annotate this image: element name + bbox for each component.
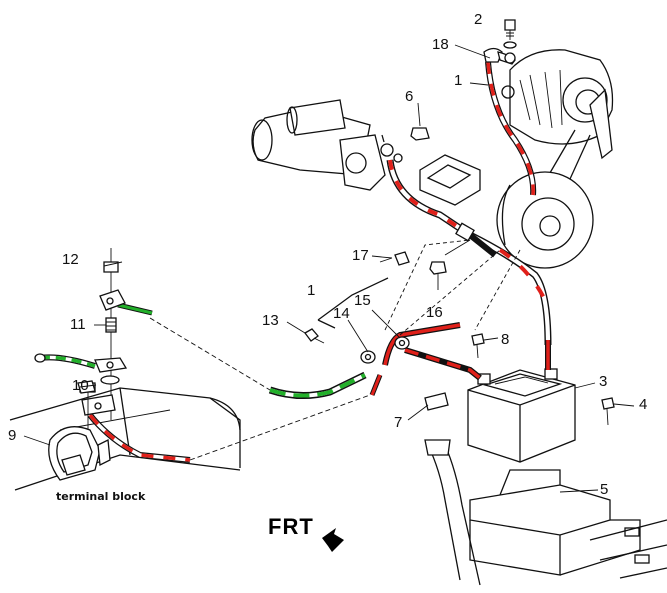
- callout-4: 4: [639, 396, 648, 413]
- callout-16: 16: [426, 304, 443, 321]
- battery: [467, 368, 576, 463]
- frame-rail: [9, 387, 241, 491]
- front-arrow-icon: [322, 528, 344, 552]
- callout-15: 15: [354, 292, 371, 309]
- heat-shield: [419, 154, 481, 206]
- callout-6: 6: [405, 88, 414, 105]
- callout-5: 5: [600, 481, 609, 498]
- alternator: [501, 49, 614, 160]
- callout-8: 8: [501, 331, 510, 348]
- callout-14: 14: [333, 305, 350, 322]
- callout-13: 13: [262, 312, 279, 329]
- fasteners: [77, 19, 615, 426]
- callout-9: 9: [8, 427, 17, 444]
- alternator-cable: [483, 47, 537, 196]
- callout-11: 11: [70, 316, 86, 333]
- positive-cable: [87, 322, 482, 463]
- starter-motor: [251, 99, 403, 191]
- callout-18: 18: [432, 36, 449, 53]
- callout-2: 2: [474, 11, 483, 28]
- leader-lines: [23, 44, 635, 493]
- belt-pulley: [496, 129, 594, 269]
- terminal-stud-stack: [79, 248, 128, 435]
- ground-cable: [34, 302, 367, 399]
- label-1-bracket: [317, 277, 389, 321]
- front-label: FRT: [268, 514, 314, 539]
- callout-1-alternator: 1: [454, 72, 463, 89]
- battery-tray: [424, 439, 667, 586]
- callout-1-harness: 1: [307, 282, 316, 299]
- terminal-block: [48, 426, 111, 481]
- label-1-bracket-tick: [317, 319, 336, 329]
- terminal-block-label: terminal block: [56, 490, 146, 503]
- routing-lines: [384, 239, 521, 336]
- callout-7: 7: [394, 414, 403, 431]
- callout-17: 17: [352, 247, 369, 264]
- callout-10: 10: [72, 377, 89, 394]
- callout-12: 12: [62, 251, 79, 268]
- callout-3: 3: [599, 373, 608, 390]
